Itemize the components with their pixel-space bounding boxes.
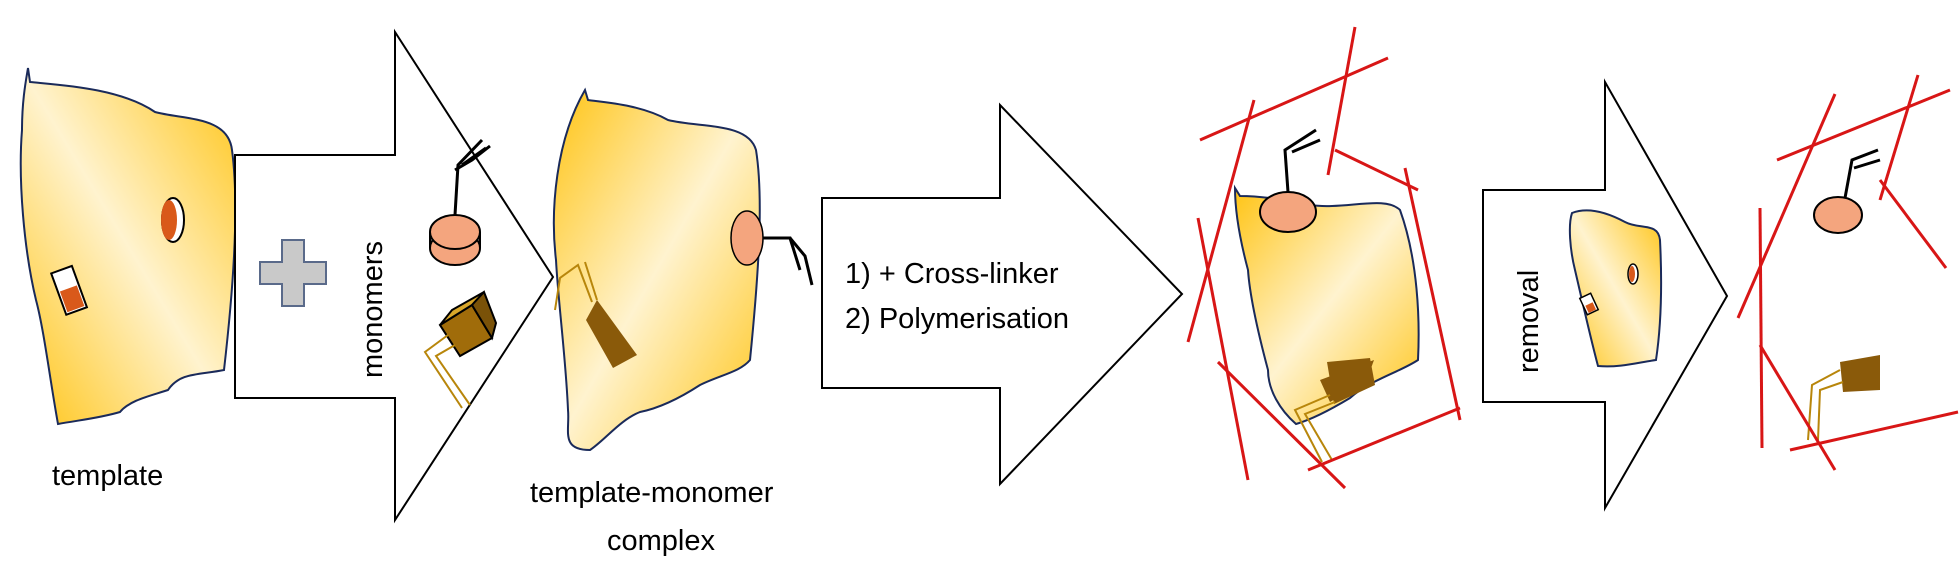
plus-icon [259,239,327,307]
label-complex-line1: template-monomer [530,477,774,509]
binding-site-oval [161,197,185,243]
label-complex-line2: complex [607,525,715,557]
arrow-1 [234,28,555,524]
binding-site-rect [49,264,89,317]
disc-icon [429,138,491,266]
template-monomer-complex [552,87,814,452]
polymer-with-template [1186,26,1462,490]
label-removal: removal [1513,270,1545,373]
imprinted-polymer [1736,74,1959,471]
label-monomers: monomers [357,241,389,378]
template-blob [19,67,237,426]
arrow-2 [821,102,1184,487]
label-step2: 2) Polymerisation [845,303,1069,335]
label-step1: 1) + Cross-linker [845,258,1059,290]
cube-icon [423,290,498,409]
label-template: template [52,460,163,492]
template-small [1568,209,1663,368]
